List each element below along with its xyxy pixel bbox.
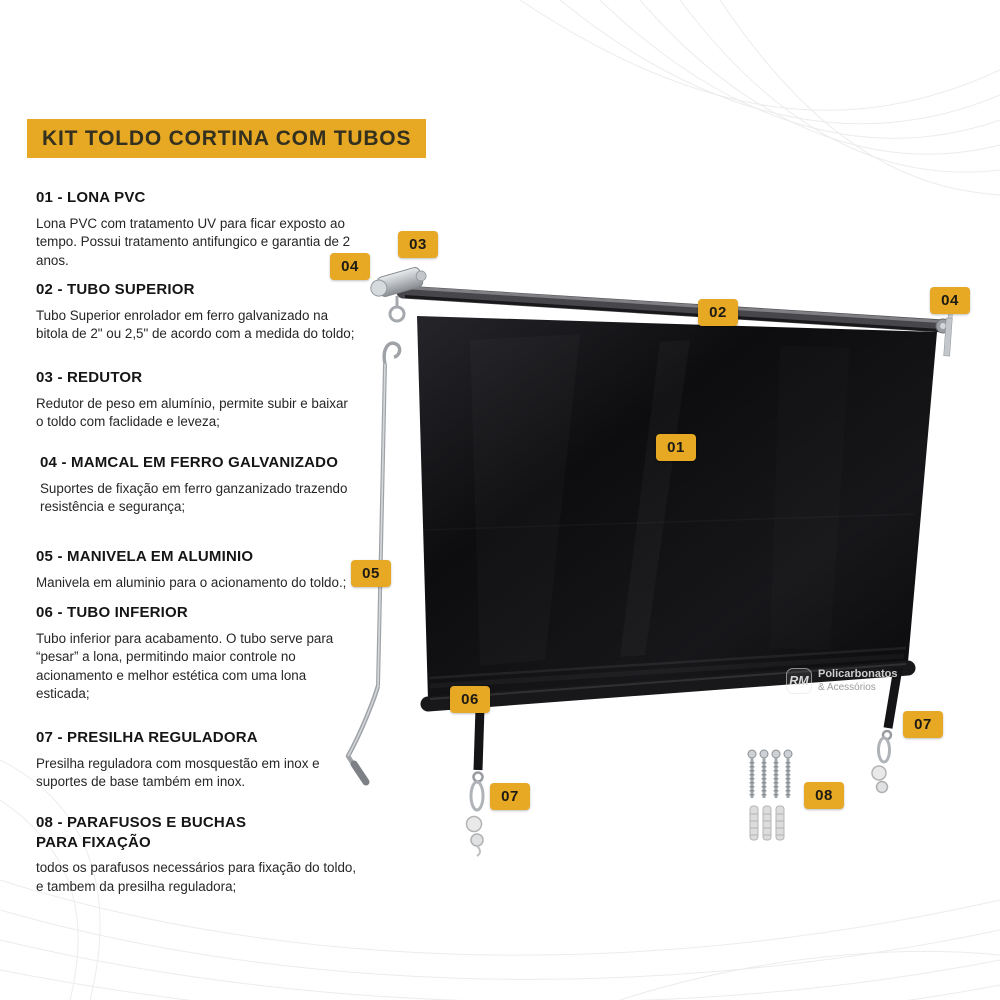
part-heading: 03 - REDUTOR — [36, 369, 143, 386]
callout-badge-04-mancal-right: 04 — [930, 287, 970, 314]
screws-and-plugs — [747, 749, 793, 841]
brand-text: Policarbonatos & Acessórios — [818, 668, 897, 693]
product-diagram — [330, 230, 990, 870]
right-strap-presilha — [871, 667, 903, 794]
bottom-tube — [420, 660, 916, 712]
part-section-lona-pvc: 01 - LONA PVC Lona PVC com tratamento UV… — [36, 188, 358, 270]
part-heading: 02 - TUBO SUPERIOR — [36, 281, 195, 298]
part-description: Presilha reguladora com mosquestão em in… — [36, 755, 320, 790]
callout-badge-01-lona: 01 — [656, 434, 696, 461]
callout-badge-02-tubo-superior: 02 — [698, 299, 738, 326]
part-section-redutor: 03 - REDUTOR Redutor de peso em alumínio… — [36, 368, 358, 432]
part-heading: 05 - MANIVELA EM ALUMINIO — [36, 548, 254, 565]
brand-name: Policarbonatos — [818, 668, 898, 681]
callout-badge-04-mancal-left: 04 — [330, 253, 370, 280]
reducer-and-left-bracket — [370, 267, 427, 323]
part-description: Tubo Superior enrolador em ferro galvani… — [36, 307, 355, 342]
callout-badge-05-manivela: 05 — [351, 560, 391, 587]
part-description: Lona PVC com tratamento UV para ficar ex… — [36, 215, 351, 268]
callout-badge-06-tubo-inferior: 06 — [450, 686, 490, 713]
page-title-text: KIT TOLDO CORTINA COM TUBOS — [42, 126, 412, 150]
diagram-illustration — [345, 267, 955, 857]
part-section-parafusos: 08 - PARAFUSOS E BUCHAS PARA FIXAÇÃO tod… — [36, 813, 358, 896]
part-section-tubo-inferior: 06 - TUBO INFERIOR Tubo inferior para ac… — [36, 603, 358, 704]
top-tube — [396, 285, 951, 334]
part-section-mancal: 04 - MAMCAL EM FERRO GALVANIZADO Suporte… — [36, 453, 362, 517]
page-title: KIT TOLDO CORTINA COM TUBOS — [27, 119, 427, 158]
part-heading: 08 - PARAFUSOS E BUCHAS PARA FIXAÇÃO — [36, 814, 247, 851]
part-heading: 01 - LONA PVC — [36, 189, 146, 206]
tarp-lona-pvc — [417, 316, 937, 700]
brand-watermark: RM Policarbonatos & Acessórios — [786, 668, 897, 694]
brand-logo: RM — [786, 668, 812, 694]
part-description: todos os parafusos necessários para fixa… — [36, 860, 357, 894]
part-description: Manivela em aluminio para o acionamento … — [36, 574, 347, 590]
part-heading: 06 - TUBO INFERIOR — [36, 604, 188, 621]
part-description: Suportes de fixação em ferro ganzanizado… — [40, 480, 348, 515]
brand-tagline: & Acessórios — [818, 681, 876, 693]
part-heading: 07 - PRESILHA REGULADORA — [36, 729, 258, 746]
part-section-manivela: 05 - MANIVELA EM ALUMINIO Manivela em al… — [36, 547, 358, 592]
part-description: Redutor de peso em alumínio, permite sub… — [36, 395, 348, 430]
part-section-presilha: 07 - PRESILHA REGULADORA Presilha regula… — [36, 728, 358, 792]
part-description: Tubo inferior para acabamento. O tubo se… — [36, 630, 334, 702]
crank-manivela — [345, 341, 402, 786]
callout-badge-07-presilha-right: 07 — [903, 711, 943, 738]
part-section-tubo-superior: 02 - TUBO SUPERIOR Tubo Superior enrolad… — [36, 280, 358, 344]
callout-badge-08-parafusos: 08 — [804, 782, 844, 809]
callout-badge-03-redutor: 03 — [398, 231, 438, 258]
left-strap-presilha — [465, 707, 485, 857]
part-heading: 04 - MAMCAL EM FERRO GALVANIZADO — [40, 454, 339, 471]
callout-badge-07-presilha-left: 07 — [490, 783, 530, 810]
